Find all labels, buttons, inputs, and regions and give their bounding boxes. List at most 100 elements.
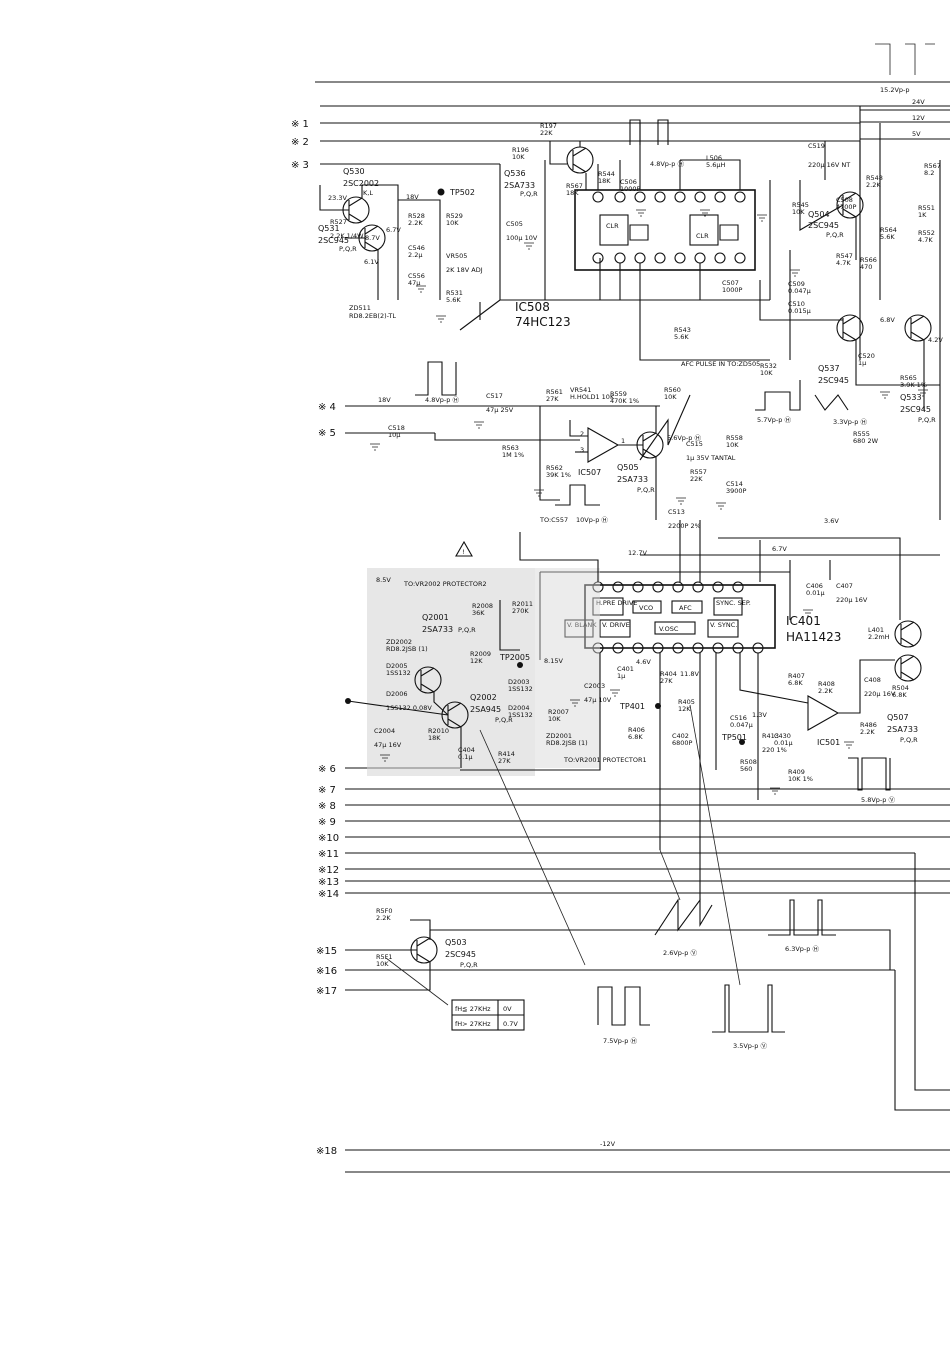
svg-text:10K: 10K xyxy=(446,219,459,227)
svg-text:Q503: Q503 xyxy=(445,938,467,947)
rail-5v: 5V xyxy=(912,130,921,138)
svg-text:P,Q,R: P,Q,R xyxy=(900,736,918,744)
svg-text:1000P: 1000P xyxy=(620,185,641,193)
svg-text:C2004: C2004 xyxy=(374,727,395,735)
svg-text:Q530: Q530 xyxy=(343,167,365,176)
svg-text:L401: L401 xyxy=(868,626,884,634)
svg-text:R551: R551 xyxy=(918,204,935,212)
svg-text:R547: R547 xyxy=(836,252,853,260)
svg-text:2.2K: 2.2K xyxy=(866,181,881,189)
svg-text:2SA733: 2SA733 xyxy=(887,725,918,734)
svg-text:R407: R407 xyxy=(788,672,805,680)
svg-text:12K: 12K xyxy=(470,657,483,665)
table-cell-r2c1: fH> 27KHz xyxy=(455,1020,491,1028)
svg-text:2SA733: 2SA733 xyxy=(617,475,648,484)
svg-text:47μ 16V: 47μ 16V xyxy=(374,741,402,749)
connector-7: ※ 7 xyxy=(318,785,336,796)
svg-text:470K 1%: 470K 1% xyxy=(610,397,639,405)
svg-text:R555: R555 xyxy=(853,430,870,438)
svg-text:D2003: D2003 xyxy=(508,678,530,686)
tocs57-note: TO:C557 xyxy=(539,516,568,524)
svg-text:R566: R566 xyxy=(860,256,877,264)
notes: AFC PULSE IN TO:ZD505 TO:C557 TO:VR2002 … xyxy=(403,360,760,764)
ic401-part: HA11423 xyxy=(786,630,841,644)
ic508: CLR CLR IC508 74HC123 xyxy=(515,160,771,329)
q503: Q503 2SC945 P,Q,R xyxy=(410,936,478,969)
svg-text:C546: C546 xyxy=(408,244,425,252)
svg-text:5.6μH: 5.6μH xyxy=(706,161,725,169)
svg-text:0.015μ: 0.015μ xyxy=(788,307,811,315)
svg-text:8.7V: 8.7V xyxy=(365,234,380,242)
waveform-3: 5.7Vp-p Ⓗ xyxy=(755,380,801,424)
svg-text:10μ: 10μ xyxy=(388,431,400,439)
svg-text:1SS132 0.08V: 1SS132 0.08V xyxy=(386,704,432,712)
ground-symbols xyxy=(370,209,928,795)
svg-text:1K: 1K xyxy=(918,211,927,219)
svg-text:ZD2001: ZD2001 xyxy=(546,732,572,740)
svg-text:R406: R406 xyxy=(628,726,645,734)
svg-text:R413: R413 xyxy=(762,732,779,740)
svg-text:P,Q,R: P,Q,R xyxy=(826,231,844,239)
svg-text:Q537: Q537 xyxy=(818,364,840,373)
testpoints: TP502 TP2005 TP401 TP501 xyxy=(345,188,747,745)
svg-text:C401: C401 xyxy=(617,665,634,673)
svg-text:C510: C510 xyxy=(788,300,805,308)
svg-text:2.2K: 2.2K xyxy=(376,914,391,922)
warning-icon xyxy=(455,540,473,557)
svg-text:C508: C508 xyxy=(836,196,853,204)
q536: Q536 2SA733 P,Q,R xyxy=(504,146,594,198)
svg-text:1μ: 1μ xyxy=(617,672,625,680)
svg-text:6800P: 6800P xyxy=(672,739,693,747)
svg-text:4.8Vp-p Ⓗ: 4.8Vp-p Ⓗ xyxy=(650,160,684,168)
rail-24v: 24V xyxy=(912,98,925,106)
svg-text:Q536: Q536 xyxy=(504,169,526,178)
op-amps: IC507 2 3 1 IC501 xyxy=(578,427,840,747)
svg-text:47μ: 47μ xyxy=(408,279,420,287)
svg-text:18K: 18K xyxy=(428,734,441,742)
svg-text:R567: R567 xyxy=(924,162,941,170)
connector-16: ※16 xyxy=(316,966,337,977)
svg-text:R567: R567 xyxy=(566,182,583,190)
waveforms: 4.8Vp-p Ⓗ 4.8Vp-p Ⓗ 5.7Vp-p Ⓗ 3.3Vp-p Ⓗ … xyxy=(415,119,895,1050)
svg-text:P,Q,R: P,Q,R xyxy=(520,190,538,198)
svg-text:3.3Vp-p Ⓗ: 3.3Vp-p Ⓗ xyxy=(833,418,867,426)
svg-text:18K: 18K xyxy=(566,189,579,197)
waveform-7: 5.8Vp-p Ⓥ xyxy=(848,757,895,804)
svg-text:R5F0: R5F0 xyxy=(376,907,393,915)
svg-text:R508: R508 xyxy=(740,758,757,766)
svg-text:R561: R561 xyxy=(546,388,563,396)
svg-text:R414: R414 xyxy=(498,750,515,758)
svg-text:2.2K: 2.2K xyxy=(818,687,833,695)
svg-text:6.1V: 6.1V xyxy=(364,258,379,266)
ic508-body xyxy=(574,189,756,271)
svg-text:2.2K 1/4W: 2.2K 1/4W xyxy=(330,232,364,240)
svg-text:4.6V: 4.6V xyxy=(636,658,651,666)
svg-text:C514: C514 xyxy=(726,480,743,488)
svg-text:470: 470 xyxy=(860,263,872,271)
q530: Q530 2SC2002 K,L xyxy=(342,167,379,224)
svg-text:3900P: 3900P xyxy=(726,487,747,495)
ic508-part: 74HC123 xyxy=(515,315,571,329)
svg-text:5.8Vp-p Ⓥ: 5.8Vp-p Ⓥ xyxy=(861,796,895,804)
svg-text:3: 3 xyxy=(580,446,584,454)
afc-note: AFC PULSE IN TO:ZD505 xyxy=(681,360,760,368)
svg-text:C509: C509 xyxy=(788,280,805,288)
svg-text:Q533: Q533 xyxy=(900,393,922,402)
svg-text:C404: C404 xyxy=(458,746,475,754)
ic507: IC507 2 3 1 xyxy=(578,427,625,477)
svg-text:4700P: 4700P xyxy=(836,203,857,211)
svg-text:0.047μ: 0.047μ xyxy=(730,721,753,729)
q537: Q537 2SC945 xyxy=(818,314,864,385)
transistors: Q530 2SC2002 K,L Q531 2SC945 P,Q,R Q536 … xyxy=(318,146,936,969)
svg-text:R543: R543 xyxy=(674,326,691,334)
svg-text:R408: R408 xyxy=(818,680,835,688)
connector-5: ※ 5 xyxy=(318,428,336,439)
svg-text:Q2001: Q2001 xyxy=(422,613,449,622)
svg-text:R196: R196 xyxy=(512,146,529,154)
svg-text:P,Q,R: P,Q,R xyxy=(460,961,478,969)
svg-text:220μ 16V NT: 220μ 16V NT xyxy=(808,161,850,169)
connector-2: ※ 2 xyxy=(291,137,309,148)
svg-text:C406: C406 xyxy=(806,582,823,590)
svg-text:Q2002: Q2002 xyxy=(470,693,497,702)
svg-text:Q531: Q531 xyxy=(318,224,340,233)
